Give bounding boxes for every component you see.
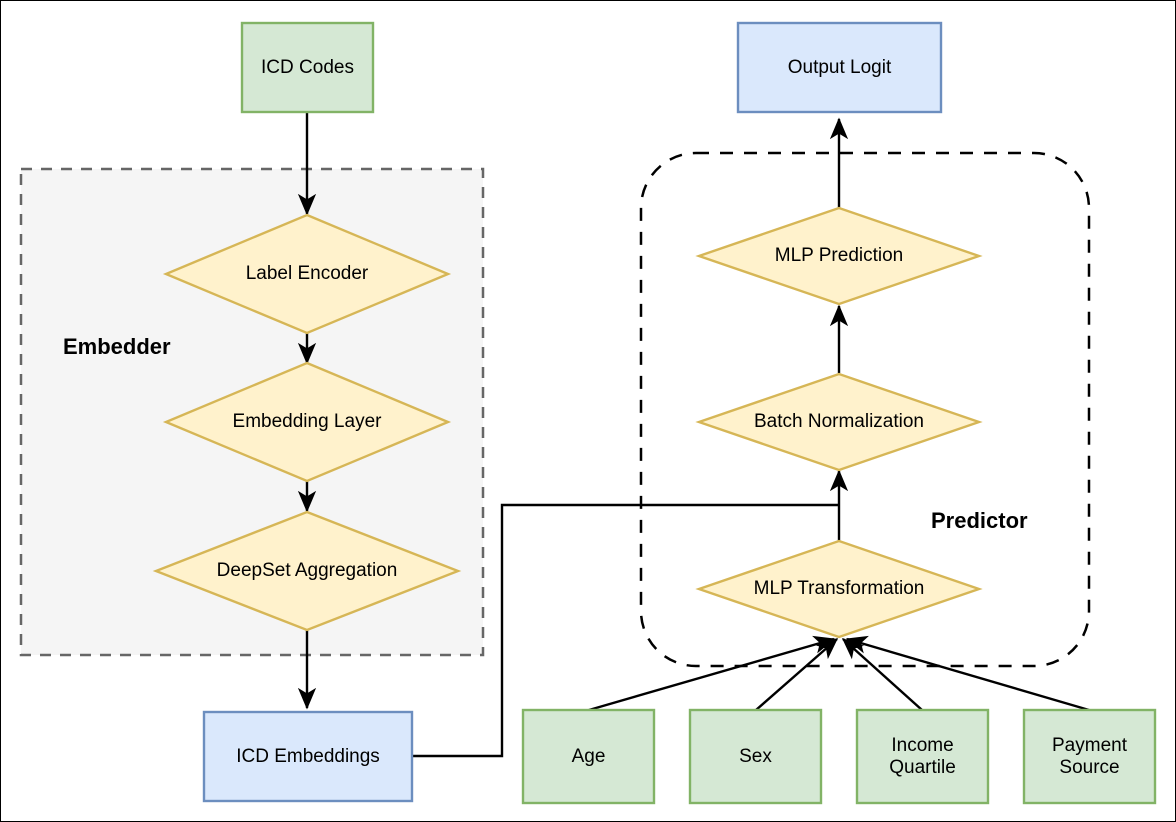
- node-icd-codes[interactable]: [240, 21, 375, 114]
- node-age[interactable]: [521, 708, 656, 805]
- node-output-logit[interactable]: [736, 21, 943, 114]
- node-batch-normalization[interactable]: [695, 372, 983, 472]
- group-predictor-label: Predictor: [931, 508, 1028, 533]
- node-deepset-aggregation[interactable]: [152, 510, 462, 632]
- group-embedder-label: Embedder: [63, 334, 171, 359]
- node-mlp-transformation[interactable]: [695, 539, 983, 639]
- node-icd-embeddings[interactable]: [202, 710, 414, 803]
- node-embedding-layer[interactable]: [162, 361, 452, 483]
- node-payment-source[interactable]: [1022, 708, 1157, 805]
- node-label-encoder[interactable]: [162, 213, 452, 335]
- node-sex[interactable]: [688, 708, 823, 805]
- node-income-quartile[interactable]: [855, 708, 990, 805]
- node-mlp-prediction[interactable]: [695, 206, 983, 306]
